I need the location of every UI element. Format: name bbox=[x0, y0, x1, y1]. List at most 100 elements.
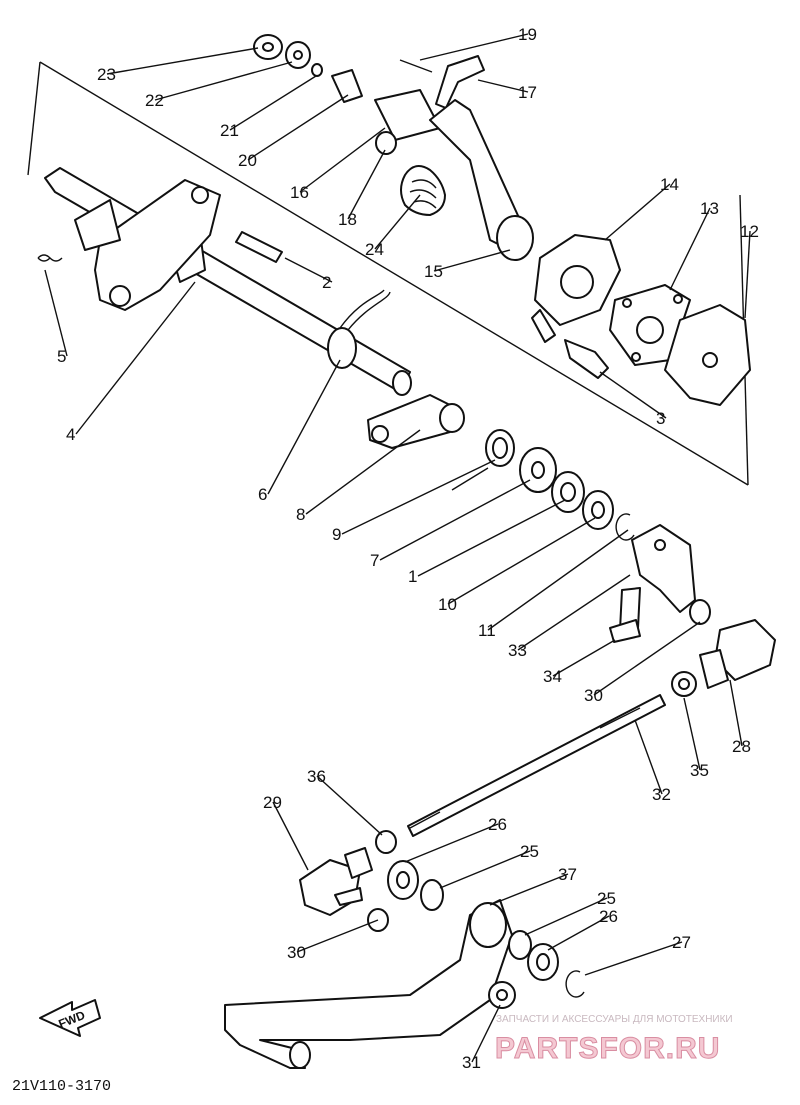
callout-leader bbox=[296, 919, 379, 953]
callout-label: 20 bbox=[238, 151, 257, 170]
callout-leader bbox=[404, 823, 499, 863]
callout-leader bbox=[417, 499, 566, 577]
callout-leader bbox=[347, 149, 386, 220]
callout-leader bbox=[584, 941, 683, 976]
part-bolt-20 bbox=[331, 69, 363, 103]
callout-label: 21 bbox=[220, 121, 239, 140]
callout-label: 25 bbox=[597, 889, 616, 908]
part-washer-7 bbox=[519, 447, 557, 493]
callout-label: 6 bbox=[258, 485, 267, 504]
callout-leader bbox=[374, 194, 421, 250]
callout-label: 31 bbox=[462, 1053, 481, 1072]
part-spring-24 bbox=[400, 165, 446, 216]
watermark-brand: PARTSFOR.RU bbox=[495, 1032, 720, 1065]
part-washer-10 bbox=[582, 490, 614, 530]
part-cotter-19 bbox=[399, 59, 433, 73]
callout-leader bbox=[471, 1004, 501, 1063]
part-shift-arm bbox=[74, 179, 221, 311]
part-ring-21 bbox=[311, 63, 323, 77]
callout-leader bbox=[272, 801, 309, 871]
callout-label: 36 bbox=[307, 767, 326, 786]
part-plate-14 bbox=[531, 234, 621, 343]
watermark-tagline: ЗАПЧАСТИ И АКСЕССУАРЫ ДЛЯ МОТОТЕХНИКИ bbox=[496, 1014, 733, 1025]
callout-leader bbox=[447, 517, 596, 605]
callout-label: 26 bbox=[599, 907, 618, 926]
part-washer-26-left bbox=[387, 860, 419, 900]
fwd-arrow-icon: FWD bbox=[39, 999, 101, 1037]
callout-label: 30 bbox=[287, 943, 306, 962]
callout-leader bbox=[439, 850, 531, 889]
part-arm-15 bbox=[429, 99, 534, 261]
callout-label: 11 bbox=[478, 621, 496, 640]
callout-leader bbox=[683, 697, 701, 771]
callout-leader bbox=[316, 775, 383, 836]
callout-label: 1 bbox=[408, 567, 417, 586]
callout-label: 10 bbox=[438, 595, 457, 614]
callout-leader bbox=[106, 47, 259, 75]
callout-leader bbox=[744, 230, 751, 319]
part-clip-11 bbox=[615, 513, 635, 541]
callout-leader bbox=[487, 529, 629, 631]
part-plate-12 bbox=[664, 304, 751, 406]
callout-label: 33 bbox=[508, 641, 527, 660]
callout-label: 2 bbox=[322, 273, 331, 292]
part-spring-5 bbox=[37, 254, 63, 262]
callout-label: 35 bbox=[690, 761, 709, 780]
part-nut-36 bbox=[375, 830, 397, 854]
callout-leader bbox=[517, 574, 631, 651]
part-ring-25-right bbox=[508, 930, 532, 960]
callout-leader bbox=[299, 127, 386, 193]
callout-label: 24 bbox=[365, 240, 384, 259]
callout-label: 13 bbox=[700, 199, 719, 218]
callout-label: 12 bbox=[740, 222, 759, 241]
callout-leader bbox=[634, 719, 663, 795]
callout-label: 28 bbox=[732, 737, 751, 756]
callout-label: 30 bbox=[584, 686, 603, 705]
part-lever-8 bbox=[367, 394, 465, 449]
callout-label: 25 bbox=[520, 842, 539, 861]
callout-label: 37 bbox=[558, 865, 577, 884]
part-washer-1 bbox=[551, 471, 585, 513]
part-rod-end-28 bbox=[699, 619, 776, 689]
part-bolt-3 bbox=[564, 339, 609, 379]
callout-leader bbox=[75, 281, 196, 435]
callout-label: 27 bbox=[672, 933, 691, 952]
callout-label: 14 bbox=[660, 175, 679, 194]
callout-label: 26 bbox=[488, 815, 507, 834]
callout-label: 4 bbox=[66, 425, 75, 444]
part-nut-35 bbox=[671, 671, 697, 697]
part-spring-9 bbox=[451, 429, 515, 491]
callout-leader bbox=[433, 249, 511, 272]
callout-leader bbox=[604, 183, 671, 241]
callout-leader bbox=[552, 639, 616, 677]
part-washer-22 bbox=[285, 41, 311, 69]
callout-leader bbox=[547, 915, 610, 951]
part-collar-6 bbox=[327, 289, 391, 369]
callout-label: 3 bbox=[656, 409, 665, 428]
part-clip-27 bbox=[565, 970, 585, 998]
callout-leader bbox=[477, 79, 529, 93]
part-joint-33 bbox=[631, 524, 696, 613]
callout-leader bbox=[599, 371, 667, 419]
callout-leader bbox=[154, 61, 293, 101]
callout-label: 7 bbox=[370, 551, 379, 570]
part-pin-2 bbox=[235, 231, 283, 263]
callout-leader bbox=[247, 94, 349, 161]
callout-leader bbox=[284, 257, 333, 283]
callout-leader bbox=[267, 359, 341, 495]
callout-label: 19 bbox=[518, 25, 537, 44]
part-nut-23 bbox=[253, 34, 283, 60]
part-nut-31 bbox=[488, 981, 516, 1009]
callout-leader bbox=[44, 269, 68, 357]
callout-leader bbox=[419, 33, 529, 61]
callout-leaders bbox=[44, 33, 751, 1063]
callout-label: 17 bbox=[518, 83, 537, 102]
callout-leader bbox=[729, 679, 743, 747]
part-washer-26-right bbox=[527, 943, 559, 981]
callout-leader bbox=[379, 479, 531, 561]
callout-leader bbox=[489, 873, 569, 906]
callout-label: 23 bbox=[97, 65, 116, 84]
callout-label: 29 bbox=[263, 793, 282, 812]
